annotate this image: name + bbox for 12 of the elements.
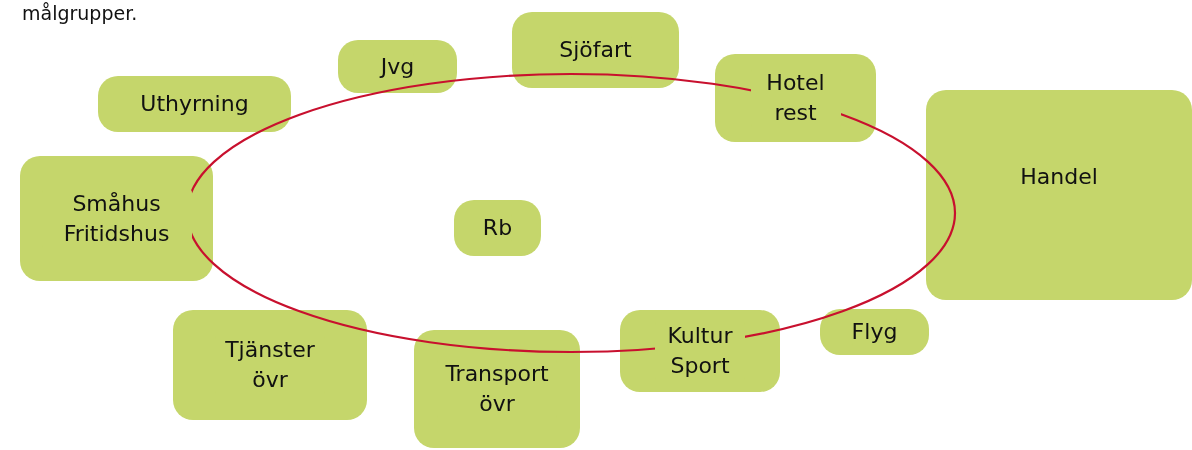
category-box: [414, 330, 580, 448]
category-box: [926, 90, 1192, 300]
category-box: [620, 310, 780, 392]
category-box: [820, 309, 929, 355]
category-box: [338, 40, 457, 93]
caption-text: målgrupper.: [22, 2, 138, 24]
category-box: [20, 156, 213, 281]
category-box: [454, 200, 541, 256]
category-box: [98, 76, 291, 132]
category-box: [173, 310, 367, 420]
category-box: [715, 54, 876, 142]
category-box: [512, 12, 679, 88]
